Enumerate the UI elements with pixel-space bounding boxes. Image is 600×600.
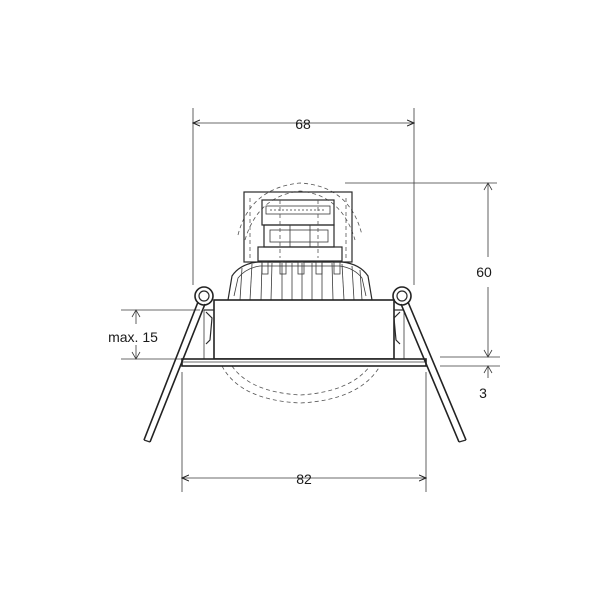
dim-top-width-label: 68 — [295, 116, 311, 132]
trim-ring — [181, 358, 427, 367]
spring-clip-left — [143, 286, 214, 443]
dim-height: 60 3 — [345, 182, 500, 401]
dim-max-depth-label: max. 15 — [108, 329, 158, 345]
dim-max-depth: max. 15 — [108, 309, 200, 360]
dim-bottom-width: 82 — [182, 372, 426, 492]
dim-height-label: 60 — [476, 264, 492, 280]
driver-module — [243, 191, 353, 263]
heat-sink — [227, 261, 373, 301]
dim-offset-label: 3 — [479, 385, 487, 401]
dim-top-width: 68 — [193, 108, 414, 285]
dim-bottom-width-label: 82 — [296, 471, 312, 487]
spring-clip-right — [392, 286, 467, 443]
swivel-outline — [221, 182, 381, 404]
housing-body — [203, 299, 405, 360]
